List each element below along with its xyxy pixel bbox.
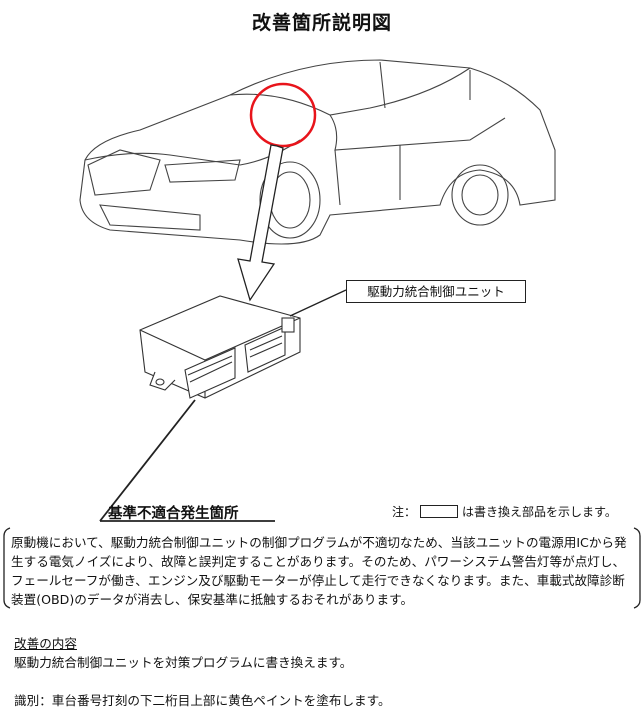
note-suffix: は書き換え部品を示します。 — [462, 505, 617, 519]
defect-leader-line — [99, 399, 196, 522]
improvement-body: 駆動力統合制御ユニットを対策プログラムに書き換えます。 — [14, 655, 353, 670]
left-bracket — [3, 527, 11, 609]
improvement-heading: 改善の内容 — [14, 636, 77, 651]
note-prefix: 注： — [392, 505, 417, 519]
ecu-drawing — [139, 295, 301, 399]
legend-box-icon — [420, 505, 459, 518]
legend-note: 注： は書き換え部品を示します。 — [392, 503, 617, 520]
unit-label: 駆動力統合制御ユニット — [346, 280, 526, 303]
unit-leader-line — [289, 289, 347, 317]
defect-location-label: 基準不適合発生箇所 — [108, 506, 239, 522]
identification-text: 識別：車台番号打刻の下二桁目上部に黄色ペイントを塗布します。 — [14, 693, 391, 708]
car-drawing — [79, 59, 556, 245]
highlight-circle — [249, 82, 317, 148]
right-bracket — [633, 527, 641, 609]
description-text: 原動機において、駆動力統合制御ユニットの制御プログラムが不適切なため、当該ユニッ… — [11, 535, 627, 607]
description-block: 原動機において、駆動力統合制御ユニットの制御プログラムが不適切なため、当該ユニッ… — [3, 527, 639, 607]
page-title: 改善箇所説明図 — [251, 12, 392, 34]
down-arrow — [237, 144, 284, 302]
